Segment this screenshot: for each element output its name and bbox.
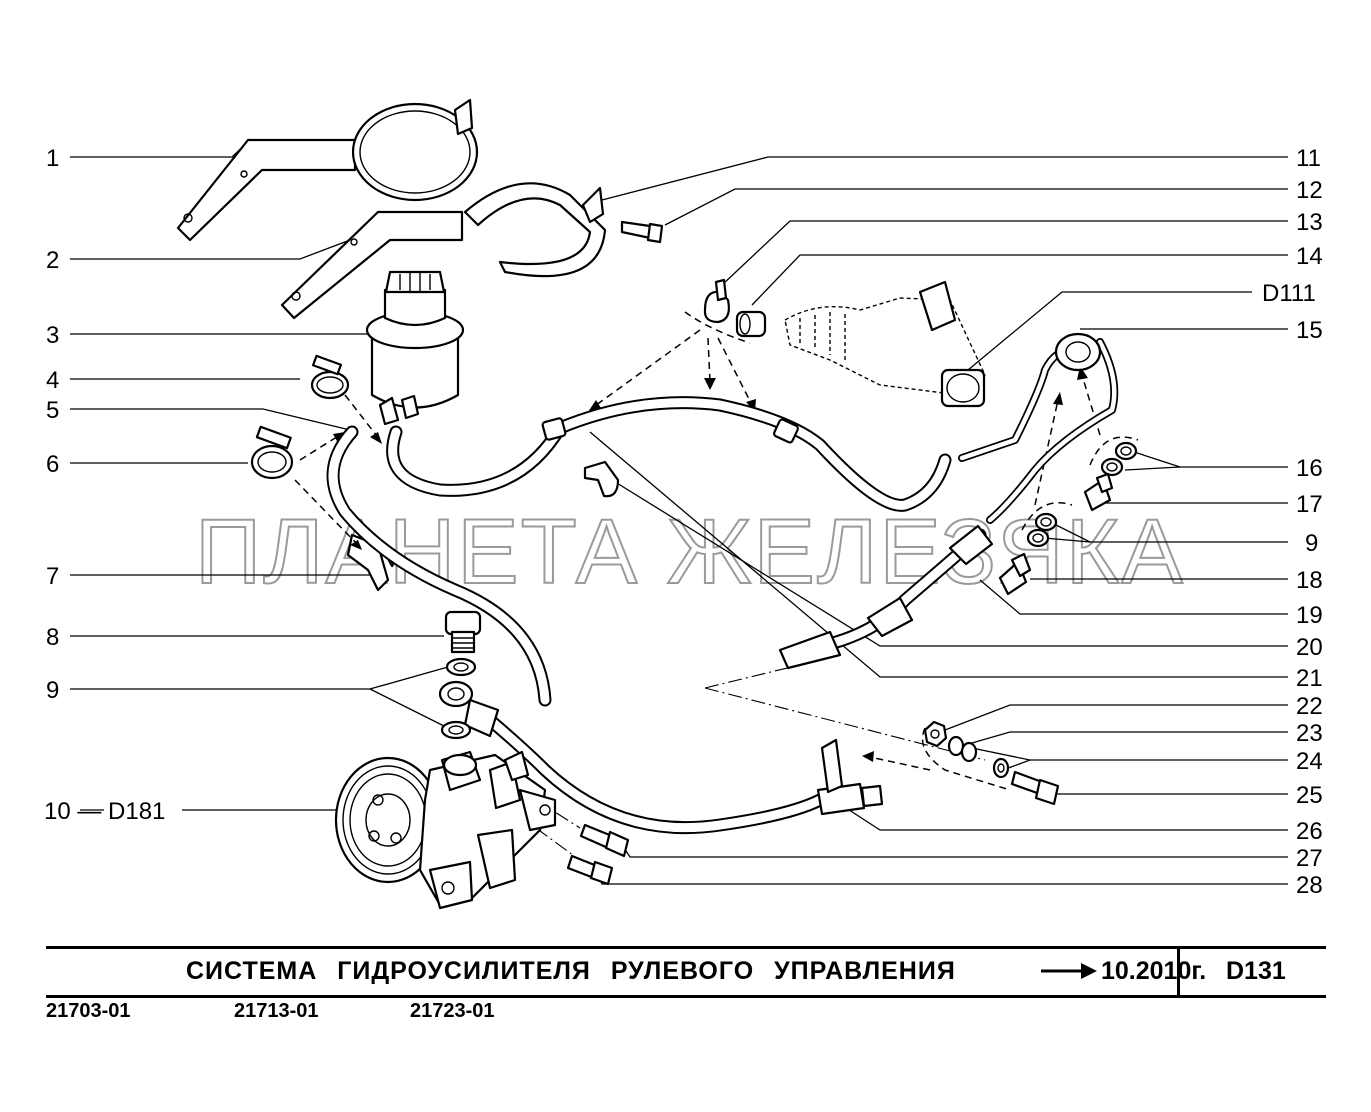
callout-6: 6 — [46, 451, 59, 478]
pressure-hose-26-icon — [463, 698, 884, 835]
bolt-25-icon — [1010, 770, 1060, 806]
callout-14: 14 — [1296, 243, 1323, 270]
callout-23: 23 — [1296, 720, 1323, 747]
bolt-28-icon — [566, 854, 614, 886]
clip-13-icon — [703, 278, 730, 324]
callout-2: 2 — [46, 247, 59, 274]
callout-27: 27 — [1296, 845, 1323, 872]
title-divider — [1177, 949, 1180, 995]
callout-19: 19 — [1296, 602, 1323, 629]
washers-16-icon — [1100, 441, 1138, 477]
callout-28: 28 — [1296, 872, 1323, 899]
hose-clamp-6-icon — [250, 425, 294, 480]
callouts-right: 11 12 13 14 D111 15 16 17 9 18 19 20 21 … — [1262, 145, 1323, 899]
sheet-code: D131 — [1226, 957, 1286, 985]
callout-11: 11 — [1296, 145, 1321, 172]
washers-9-left-icon — [440, 657, 477, 740]
model-code-2: 21713-01 — [234, 1000, 319, 1022]
washer-23-icon — [947, 735, 978, 763]
callout-16: 16 — [1296, 455, 1323, 482]
callout-9-right: 9 — [1305, 530, 1318, 557]
callout-18: 18 — [1296, 567, 1323, 594]
hose-clip-21-icon — [583, 460, 620, 498]
diagram-title: СИСТЕМА ГИДРОУСИЛИТЕЛЯ РУЛЕВОГО УПРАВЛЕН… — [186, 957, 956, 985]
reservoir-icon — [365, 270, 465, 426]
banjo-bolt-18-icon — [998, 552, 1032, 596]
arrow-right-icon — [1041, 963, 1097, 979]
steering-rack-d111-icon — [784, 280, 986, 408]
washers-9-right-icon — [1026, 512, 1058, 548]
callout-8: 8 — [46, 624, 59, 651]
banjo-bolt-17-icon — [1083, 472, 1114, 512]
hose-clamp-4-icon — [310, 354, 350, 400]
nut-22-icon — [923, 720, 948, 748]
callout-15: 15 — [1296, 317, 1323, 344]
callout-4: 4 — [46, 367, 59, 394]
callout-1: 1 — [46, 145, 59, 172]
grommet-14-icon — [735, 310, 767, 338]
callout-20: 20 — [1296, 634, 1323, 661]
callout-9-left: 9 — [46, 677, 59, 704]
callouts-left: 1 2 3 4 5 6 7 8 9 10 — D181 — [44, 145, 165, 825]
callout-7: 7 — [46, 563, 59, 590]
callout-13: 13 — [1296, 209, 1323, 236]
banjo-fitting-icon — [438, 680, 474, 708]
title-block: СИСТЕМА ГИДРОУСИЛИТЕЛЯ РУЛЕВОГО УПРАВЛЕН… — [46, 946, 1326, 998]
callout-25: 25 — [1296, 782, 1323, 809]
assembly-arrows — [294, 311, 1139, 791]
supply-hose-5-icon — [326, 425, 552, 707]
bracket-26-icon — [820, 738, 844, 794]
callout-12: 12 — [1296, 177, 1323, 204]
leader-lines-left — [70, 139, 456, 811]
callout-5: 5 — [46, 397, 59, 424]
washer-24-icon — [992, 757, 1010, 779]
reservoir-bracket-upper-icon — [176, 98, 479, 242]
callout-24: 24 — [1296, 748, 1323, 775]
bolt-27-icon — [579, 823, 630, 858]
callout-21: 21 — [1296, 665, 1323, 692]
diagram-date: 10.2010г. — [1101, 957, 1207, 985]
callout-d111: D111 — [1262, 280, 1316, 307]
model-code-3: 21723-01 — [410, 1000, 495, 1022]
callout-10-d181: 10 — D181 — [44, 798, 165, 825]
power-steering-pump-d181-icon — [334, 750, 557, 910]
callout-26: 26 — [1296, 818, 1323, 845]
callout-22: 22 — [1296, 693, 1323, 720]
banjo-bolt-8-icon — [444, 610, 482, 654]
return-pipe-15-icon — [958, 332, 1119, 524]
return-hose-20-icon — [386, 396, 952, 512]
callout-3: 3 — [46, 322, 59, 349]
model-code-1: 21703-01 — [46, 1000, 131, 1022]
reservoir-bracket-lower-icon — [280, 182, 607, 320]
callout-17: 17 — [1296, 491, 1323, 518]
pressure-hose-19-icon — [778, 524, 994, 670]
bolt-12-icon — [620, 220, 664, 244]
